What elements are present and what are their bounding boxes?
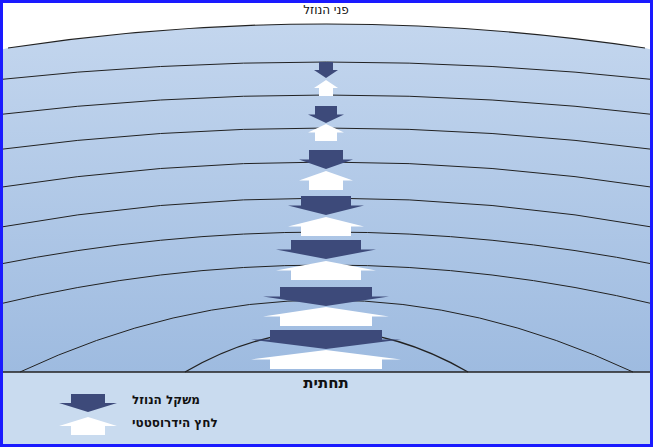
layer-lines (0, 62, 653, 372)
surface-region (0, 0, 653, 50)
surface-line (8, 24, 645, 48)
pressure-arrow (263, 307, 389, 326)
weight-arrow (299, 150, 353, 169)
pressure-arrow (251, 350, 401, 369)
legend-weight-arrow (59, 394, 117, 412)
legend-text: משקל הנוזל (132, 393, 200, 407)
weight-arrow (276, 240, 376, 259)
legend-text: לחץ הידרוסטטי (132, 416, 218, 430)
weight-arrow (314, 62, 338, 78)
legend-samples (59, 394, 117, 435)
weight-arrow (263, 287, 389, 306)
pressure-arrow (299, 171, 353, 190)
liquid-body (0, 0, 653, 372)
pressure-arrow (308, 124, 344, 141)
pressure-arrow (288, 217, 364, 236)
force-arrows (251, 62, 401, 369)
layer-line (0, 62, 653, 80)
surface-label: פני הנוזל (303, 3, 349, 17)
weight-arrow (251, 330, 401, 349)
legend-pressure-arrow (59, 417, 117, 435)
bottom-line (0, 371, 653, 373)
pressure-arrow (276, 261, 376, 280)
bottom-label: תחתית (303, 374, 348, 392)
weight-arrow (288, 196, 364, 215)
layer-line (20, 300, 633, 372)
weight-arrow (308, 106, 344, 123)
bottom-panel (0, 372, 653, 447)
layer-line (0, 232, 653, 265)
pressure-arrow (314, 80, 338, 96)
layer-line (185, 331, 468, 372)
